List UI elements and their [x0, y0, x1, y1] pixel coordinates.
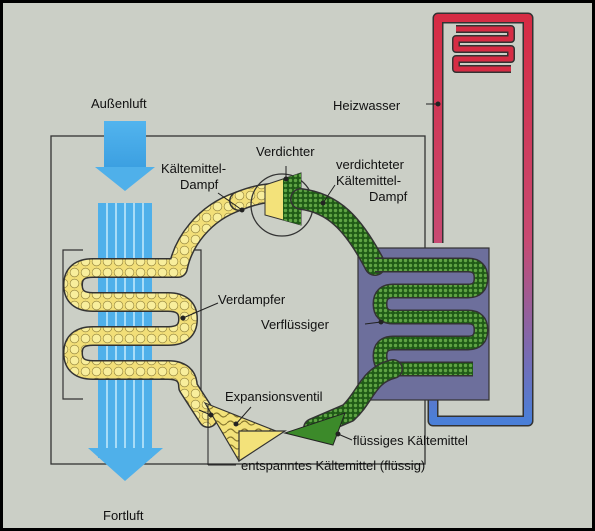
label-verdichter: Verdichter [256, 144, 315, 159]
label-fortluft: Fortluft [103, 508, 144, 523]
liquid-line [283, 359, 403, 446]
condenser-coil [372, 257, 489, 377]
label-aussenluft: Außenluft [91, 96, 147, 111]
label-verdichteter-2: Kältemittel- [336, 173, 402, 188]
hot-water-pipe [427, 12, 534, 427]
label-verfluessiger: Verflüssiger [261, 317, 329, 332]
leader-lines [180, 101, 441, 466]
label-kaeltemittel-dampf-1: Kältemittel- [161, 161, 227, 176]
label-verdichteter-3: Dampf [369, 189, 408, 204]
label-entspanntes-kaeltemittel: entspanntes Kältemittel (flüssig) [241, 458, 426, 473]
diagram-frame: Außenluft Fortluft Heizwasser Verdichter… [3, 3, 592, 528]
label-fluessiges-kaeltemittel: flüssiges Kältemittel [353, 433, 468, 448]
heat-pump-diagram [50, 12, 534, 481]
expansion-valve [203, 401, 288, 463]
label-kaeltemittel-dampf-2: Dampf [180, 177, 219, 192]
evaporator-coil [63, 191, 249, 428]
label-heizwasser: Heizwasser [333, 98, 401, 113]
outside-air-arrow [95, 121, 155, 191]
label-verdichteter-1: verdichteter [336, 157, 404, 172]
evaporator-bracket [62, 249, 83, 400]
hot-vapor-pipe [290, 188, 386, 276]
label-verdampfer: Verdampfer [218, 292, 286, 307]
label-expansionsventil: Expansionsventil [225, 389, 323, 404]
exhaust-air-arrow [88, 448, 163, 481]
